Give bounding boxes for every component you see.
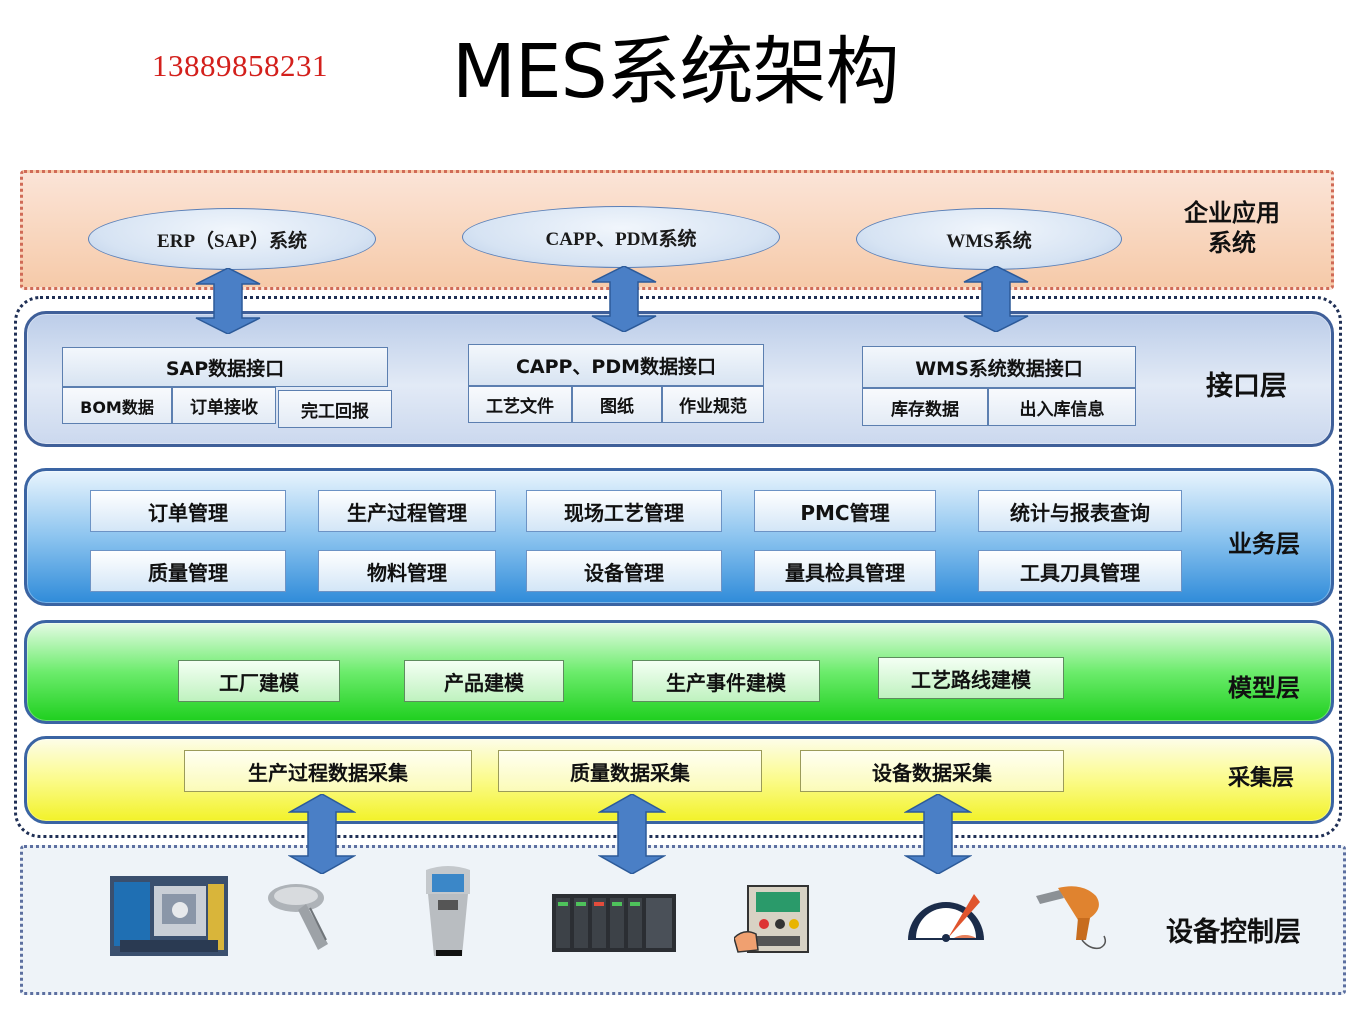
phone-number: 13889858231 [152, 48, 328, 83]
page-title: MES系统架构 [452, 29, 900, 115]
quality-collect-arrow [598, 794, 666, 874]
torque-tool-icon [1036, 886, 1107, 950]
order-receive-box: 订单接收 [172, 387, 276, 424]
completion-report-box: 完工回报 [278, 390, 392, 428]
collect-layer-label: 采集层 [1228, 766, 1295, 791]
capp-double-arrow [591, 266, 657, 332]
interface-layer-label: 接口层 [1206, 371, 1287, 402]
wms-interface-box: WMS系统数据接口 [862, 346, 1136, 388]
product-model-box: 产品建模 [404, 660, 564, 702]
production-collect-arrow [288, 794, 356, 874]
quality-mgmt-box: 质量管理 [90, 550, 286, 592]
device-layer-label: 设备控制层 [1166, 917, 1301, 948]
inout-info-box: 出入库信息 [988, 388, 1136, 426]
erp-double-arrow [195, 268, 261, 334]
mes-container [14, 296, 1342, 838]
equipment-mgmt-box: 设备管理 [526, 550, 722, 592]
sap-interface-box: SAP数据接口 [62, 347, 388, 387]
equipment-collect-arrow [904, 794, 972, 874]
plc-rack-icon [552, 894, 676, 952]
factory-model-box: 工厂建模 [178, 660, 340, 702]
device-control-band [20, 845, 1346, 995]
material-mgmt-box: 物料管理 [318, 550, 496, 592]
process-file-box: 工艺文件 [468, 386, 572, 423]
production-event-model-box: 生产事件建模 [632, 660, 820, 702]
model-layer-label: 模型层 [1228, 674, 1300, 702]
order-mgmt-box: 订单管理 [90, 490, 286, 532]
kiosk-terminal-icon [426, 866, 470, 956]
wms-double-arrow [963, 266, 1029, 332]
process-route-model-box: 工艺路线建模 [878, 657, 1064, 699]
wms-system-ellipse: WMS系统 [856, 208, 1122, 270]
enterprise-label-line1: 企业应用 [1184, 199, 1280, 227]
quality-data-collect-box: 质量数据采集 [498, 750, 762, 792]
onsite-process-mgmt-box: 现场工艺管理 [526, 490, 722, 532]
drawing-box: 图纸 [572, 386, 662, 423]
bom-data-box: BOM数据 [62, 387, 172, 424]
erp-system-ellipse: ERP（SAP）系统 [88, 208, 376, 270]
capp-pdm-interface-box: CAPP、PDM数据接口 [468, 344, 764, 386]
enterprise-label-line2: 系统 [1208, 229, 1256, 257]
production-process-mgmt-box: 生产过程管理 [318, 490, 496, 532]
machine-tool-icon [110, 876, 228, 956]
enterprise-layer-label: 企业应用 系统 [1184, 198, 1280, 258]
barcode-scanner-icon [268, 884, 328, 950]
stats-report-query-box: 统计与报表查询 [978, 490, 1182, 532]
gauge-icon [908, 894, 984, 942]
business-layer-label: 业务层 [1228, 530, 1300, 558]
production-data-collect-box: 生产过程数据采集 [184, 750, 472, 792]
equipment-data-collect-box: 设备数据采集 [800, 750, 1064, 792]
tool-mgmt-box: 工具刀具管理 [978, 550, 1182, 592]
capp-pdm-system-ellipse: CAPP、PDM系统 [462, 206, 780, 268]
control-panel-icon [734, 885, 809, 953]
pmc-mgmt-box: PMC管理 [754, 490, 936, 532]
gauge-mgmt-box: 量具检具管理 [754, 550, 936, 592]
work-spec-box: 作业规范 [662, 386, 764, 423]
inventory-data-box: 库存数据 [862, 388, 988, 426]
